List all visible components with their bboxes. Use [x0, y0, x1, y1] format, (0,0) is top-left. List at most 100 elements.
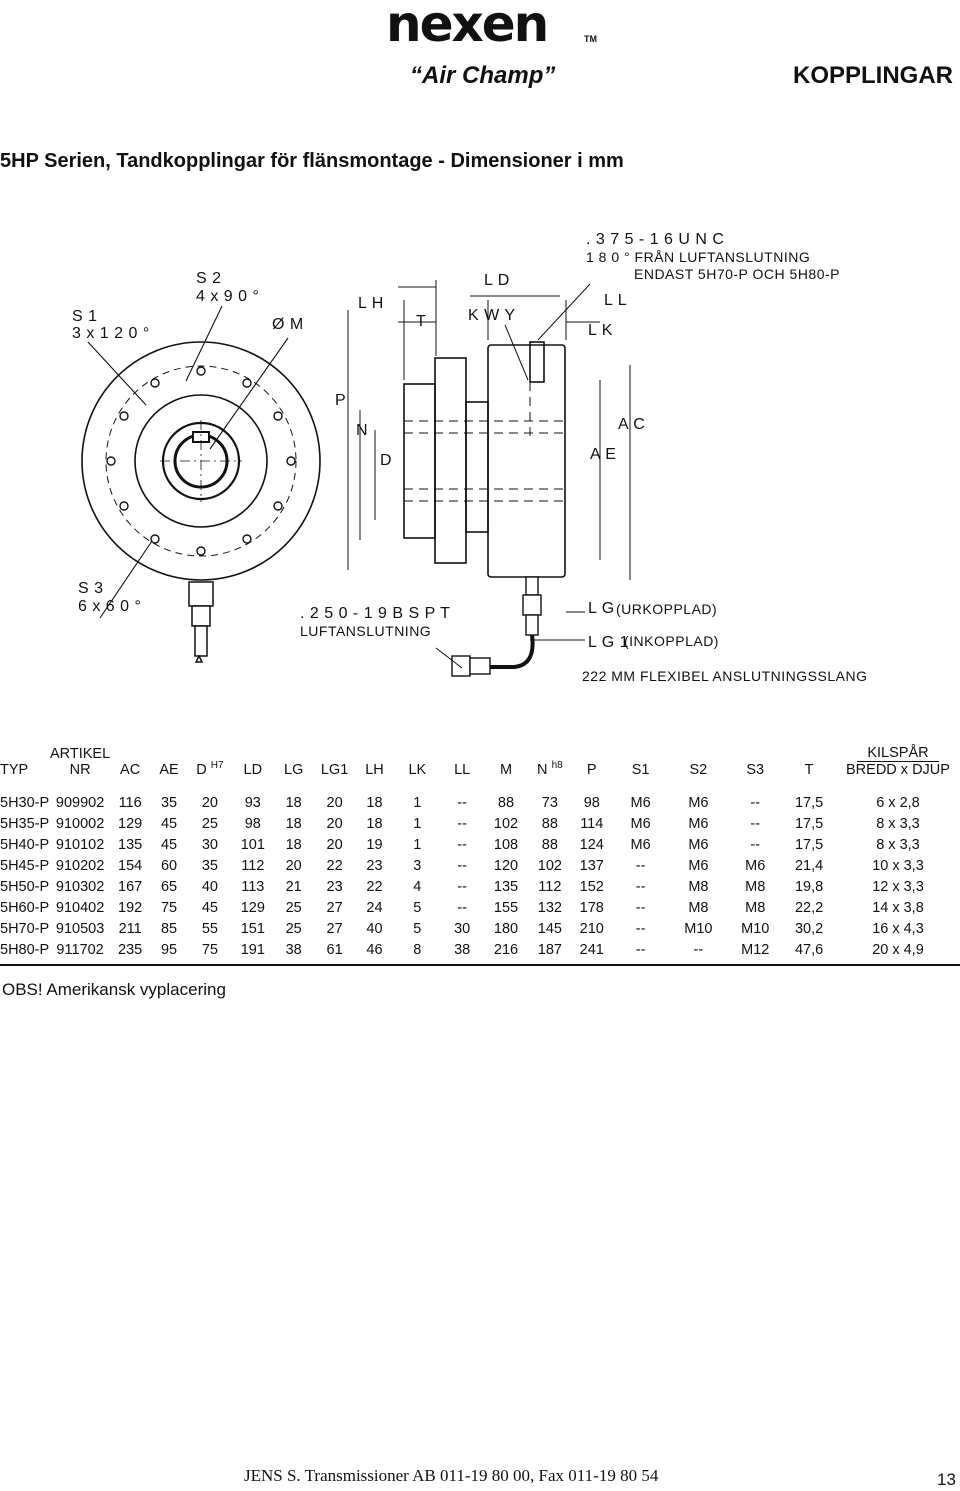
- column-header: S1: [631, 762, 650, 778]
- bolt-hole: [273, 501, 283, 511]
- table-cell: 180: [493, 920, 519, 937]
- table-cell: M6: [688, 794, 709, 811]
- table-cell: 120: [493, 857, 519, 874]
- label-unc-position: 1 8 0 ° FRÅN LUFTANSLUTNING: [586, 249, 811, 265]
- table-cell: 20: [285, 857, 302, 874]
- table-cell: 17,5: [794, 815, 824, 832]
- table-cell: 102: [493, 815, 519, 832]
- label-s1-pattern: 3 x 1 2 0 °: [72, 325, 150, 342]
- table-cell: 19: [366, 836, 383, 853]
- table-cell: 3: [413, 857, 422, 874]
- bolt-circle: [105, 365, 297, 557]
- table-cell: M6: [630, 836, 651, 853]
- page-number: 13: [937, 1470, 956, 1489]
- column-header: D H7: [196, 760, 224, 778]
- table-cell: 155: [493, 899, 519, 916]
- table-cell: 167: [118, 878, 143, 895]
- table-cell: 101: [240, 836, 265, 853]
- table-cell: 5H30-P: [0, 794, 50, 811]
- table-cell: 112: [241, 857, 265, 874]
- outer-flange-circle: [81, 341, 321, 581]
- table-cell: --: [457, 857, 467, 874]
- table-cell: 10 x 3,3: [872, 857, 924, 874]
- label-lg1: L G 1: [588, 634, 630, 651]
- table-cell: 135: [118, 836, 143, 853]
- table-cell: 20 x 4,9: [835, 939, 960, 966]
- label-unc-models: ENDAST 5H70-P OCH 5H80-P: [634, 266, 840, 282]
- table-cell: M10: [741, 920, 770, 937]
- table-cell: --: [457, 815, 467, 832]
- table-cell: --: [457, 899, 467, 916]
- table-cell: 45: [201, 899, 218, 916]
- table-cell: 93: [244, 794, 261, 811]
- table-cell: 102: [537, 857, 562, 874]
- table-cell: 46: [355, 939, 394, 966]
- table-cell: 45: [160, 815, 178, 832]
- table-cell: 8: [393, 939, 442, 966]
- table-cell: M6: [688, 857, 709, 874]
- table-cell: 20: [326, 836, 343, 853]
- table-cell: 21: [285, 878, 302, 895]
- table-cell: 40: [366, 920, 383, 937]
- table-cell: 30: [201, 836, 218, 853]
- label-lk: L K: [588, 322, 613, 339]
- bolt-hole: [119, 411, 129, 421]
- label-hose: 222 MM FLEXIBEL ANSLUTNINGSSLANG: [582, 668, 868, 684]
- table-cell: 25: [285, 920, 302, 937]
- column-header: S2: [689, 762, 708, 778]
- table-cell: M6: [630, 794, 651, 811]
- table-cell: 30: [454, 920, 471, 937]
- label-s2: S 2: [196, 270, 222, 287]
- table-cell: 910302: [55, 878, 105, 895]
- column-header: AE: [159, 762, 179, 778]
- table-cell: 137: [579, 857, 604, 874]
- table-cell: 129: [240, 899, 265, 916]
- table-cell: 27: [326, 920, 343, 937]
- section-title: KOPPLINGAR: [793, 62, 954, 89]
- table-cell: 23: [366, 857, 383, 874]
- label-unc: . 3 7 5 - 1 6 U N C: [586, 231, 725, 248]
- table-cell: 191: [231, 939, 274, 966]
- table-cell: 114: [580, 815, 604, 832]
- table-cell: M6: [630, 815, 651, 832]
- table-cell: 18: [285, 794, 302, 811]
- table-cell: 18: [285, 836, 302, 853]
- column-header: T: [804, 762, 814, 778]
- table-cell: 5H60-P: [0, 899, 50, 916]
- table-cell: 178: [579, 899, 604, 916]
- table-cell: --: [635, 899, 646, 916]
- table-cell: 241: [570, 939, 613, 966]
- table-cell: --: [750, 836, 761, 853]
- table-cell: 124: [579, 836, 604, 853]
- table-cell: 17,5: [794, 836, 824, 853]
- bolt-hole: [150, 534, 160, 544]
- table-cell: 40: [201, 878, 218, 895]
- main-housing: [487, 344, 566, 578]
- table-cell: --: [635, 878, 646, 895]
- label-bspt: . 2 5 0 - 1 9 B S P T: [300, 605, 451, 622]
- table-cell: 910402: [55, 899, 105, 916]
- table-cell: 235: [110, 939, 151, 966]
- flange-body: [434, 357, 467, 564]
- label-kwy: K W Y: [468, 307, 516, 324]
- table-cell: 88: [541, 815, 558, 832]
- table-cell: 1: [413, 794, 422, 811]
- table-cell: M12: [728, 939, 783, 966]
- table-cell: 910503: [55, 920, 105, 937]
- table-cell: --: [750, 815, 761, 832]
- table-cell: 1: [413, 836, 422, 853]
- table-cell: 65: [160, 878, 178, 895]
- table-cell: 30,2: [794, 920, 824, 937]
- column-header: S3: [746, 762, 765, 778]
- table-cell: 38: [441, 939, 484, 966]
- column-header: LL: [454, 762, 471, 778]
- table-cell: 17,5: [794, 794, 824, 811]
- table-cell: 4: [413, 878, 422, 895]
- table-cell: 38: [273, 939, 314, 966]
- table-cell: 20: [201, 794, 218, 811]
- table-cell: 8 x 3,3: [876, 836, 920, 853]
- table-cell: --: [750, 794, 761, 811]
